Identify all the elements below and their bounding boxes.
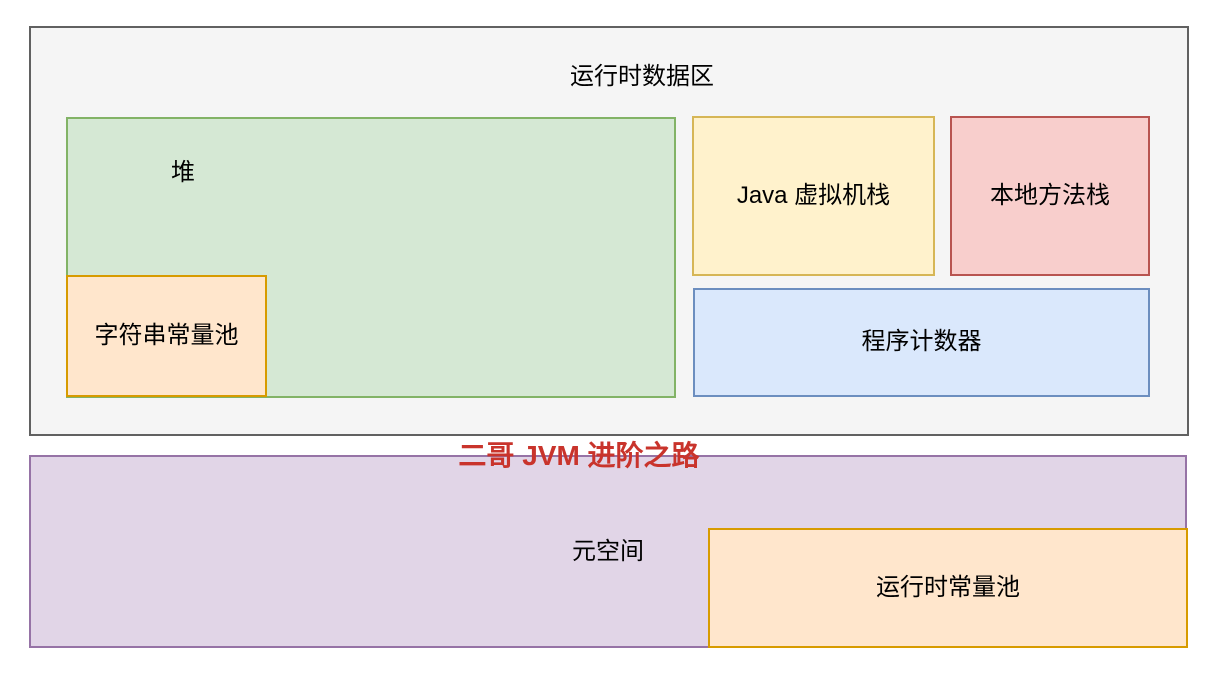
string-constant-pool-label: 字符串常量池 bbox=[94, 321, 239, 349]
metaspace-box: 元空间 运行时常量池 bbox=[29, 455, 1188, 648]
runtime-data-area-title: 运行时数据区 bbox=[570, 63, 714, 90]
heap-label: 堆 bbox=[171, 159, 195, 186]
metaspace-label: 元空间 bbox=[572, 538, 644, 565]
program-counter-box: 程序计数器 bbox=[693, 288, 1150, 397]
native-method-stack-label: 本地方法栈 bbox=[990, 181, 1110, 209]
runtime-constant-pool-label: 运行时常量池 bbox=[876, 573, 1020, 601]
watermark-text: 二哥 JVM 进阶之路 bbox=[458, 440, 700, 471]
runtime-data-area-box: 运行时数据区 堆 字符串常量池 Java 虚拟机栈 本地方法栈 程序计数器 bbox=[29, 26, 1189, 436]
program-counter-label: 程序计数器 bbox=[861, 328, 982, 356]
native-method-stack-box: 本地方法栈 bbox=[950, 116, 1150, 276]
string-constant-pool-box: 字符串常量池 bbox=[66, 275, 267, 397]
runtime-constant-pool-box: 运行时常量池 bbox=[708, 528, 1188, 648]
java-vm-stack-label: Java 虚拟机栈 bbox=[736, 181, 891, 209]
java-vm-stack-box: Java 虚拟机栈 bbox=[692, 116, 935, 276]
